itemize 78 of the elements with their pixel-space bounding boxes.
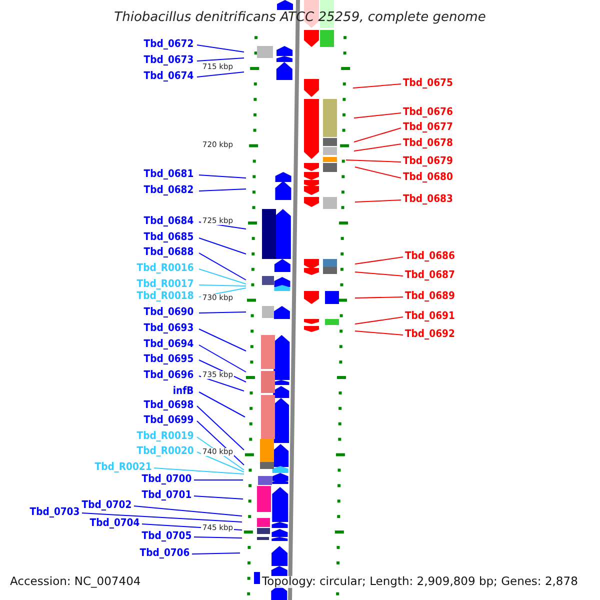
gene-label: Tbd_R0021 (95, 462, 152, 472)
gene-label: Tbd_0702 (82, 500, 132, 510)
gene-label: Tbd_0696 (144, 370, 194, 380)
gene-label: Tbd_0686 (405, 251, 455, 262)
gene-label: Tbd_R0019 (137, 431, 194, 442)
gene-label: Tbd_R0018 (137, 291, 194, 302)
leader-line (196, 406, 244, 450)
gene-label: Tbd_0684 (144, 216, 194, 226)
leader-line (192, 552, 240, 554)
leader-line (82, 512, 242, 522)
leader-line (196, 452, 244, 472)
leader-line (198, 344, 246, 372)
gene-label: Tbd_0698 (144, 400, 194, 410)
leader-line (154, 468, 244, 474)
leader-line (198, 268, 246, 284)
gene-label: infB (173, 386, 194, 396)
gene-label: Tbd_0703 (30, 507, 80, 518)
gene-label: Tbd_0705 (142, 531, 192, 542)
leader-line (352, 84, 402, 88)
accession-label: Accession: NC_007404 (10, 576, 141, 588)
leader-line (134, 506, 242, 516)
gene-label: Tbd_0675 (403, 78, 453, 88)
leader-line (194, 536, 242, 538)
leader-line (354, 166, 402, 178)
genome-summary: Topology: circular; Length: 2,909,809 bp; Genes: 2,878 (262, 576, 578, 588)
leader-line (354, 296, 404, 298)
leader-line (196, 58, 244, 62)
leader-line (198, 188, 246, 192)
gene-label: Tbd_0699 (144, 415, 194, 426)
gene-label: Tbd_R0017 (137, 279, 194, 290)
gene-label: Tbd_0677 (403, 122, 453, 132)
gene-label: Tbd_0695 (144, 354, 194, 364)
gene-label: Tbd_0674 (144, 71, 194, 82)
gene-label: Tbd_0682 (144, 185, 194, 196)
leader-line (354, 144, 402, 152)
gene-label: Tbd_0673 (144, 55, 194, 66)
leader-line (346, 160, 402, 162)
leader-line (354, 112, 402, 118)
gene-label: Tbd_0704 (90, 518, 140, 528)
leader-line (354, 272, 404, 276)
leader-line (198, 376, 244, 392)
gene-label: Tbd_0683 (403, 194, 453, 204)
gene-label: Tbd_0693 (144, 323, 194, 334)
gene-label: Tbd_0689 (405, 291, 455, 302)
gene-label: Tbd_0706 (140, 548, 190, 558)
gene-label: Tbd_0679 (403, 156, 453, 166)
gene-label: Tbd_0680 (403, 172, 453, 182)
gene-label: Tbd_R0020 (137, 446, 194, 456)
gene-label: Tbd_0692 (405, 329, 455, 340)
leader-line (196, 44, 244, 52)
gene-label: Tbd_0676 (403, 107, 453, 118)
gene-label: Tbd_0685 (144, 232, 194, 242)
title: Thiobacillus denitrificans ATCC 25259, complete genome (113, 11, 487, 24)
leader-line (354, 256, 404, 264)
gene-label: Tbd_0691 (405, 311, 455, 322)
gene-label: Tbd_R0016 (137, 263, 194, 274)
leader-line (198, 312, 246, 314)
leader-line (198, 392, 246, 418)
leader-line (198, 284, 246, 286)
leader-line (198, 174, 246, 178)
leader-line (198, 252, 246, 280)
leader-line (354, 200, 402, 202)
gene-label: Tbd_0687 (405, 270, 455, 280)
leader-line (198, 328, 246, 352)
gene-label: Tbd_0681 (144, 169, 194, 180)
gene-label: Tbd_0688 (144, 247, 194, 258)
leader-line (194, 496, 244, 500)
leader-line (198, 238, 246, 254)
gene-label: Tbd_0700 (142, 474, 192, 484)
leader-line (354, 316, 404, 324)
gene-label: Tbd_0690 (144, 307, 194, 318)
gene-label: Tbd_0678 (403, 138, 453, 148)
leader-line (196, 72, 244, 78)
leader-line (354, 330, 404, 336)
gene-label: Tbd_0694 (144, 339, 194, 350)
leader-line (354, 128, 402, 142)
gene-label: Tbd_0672 (144, 39, 194, 50)
gene-label: Tbd_0701 (142, 490, 192, 500)
